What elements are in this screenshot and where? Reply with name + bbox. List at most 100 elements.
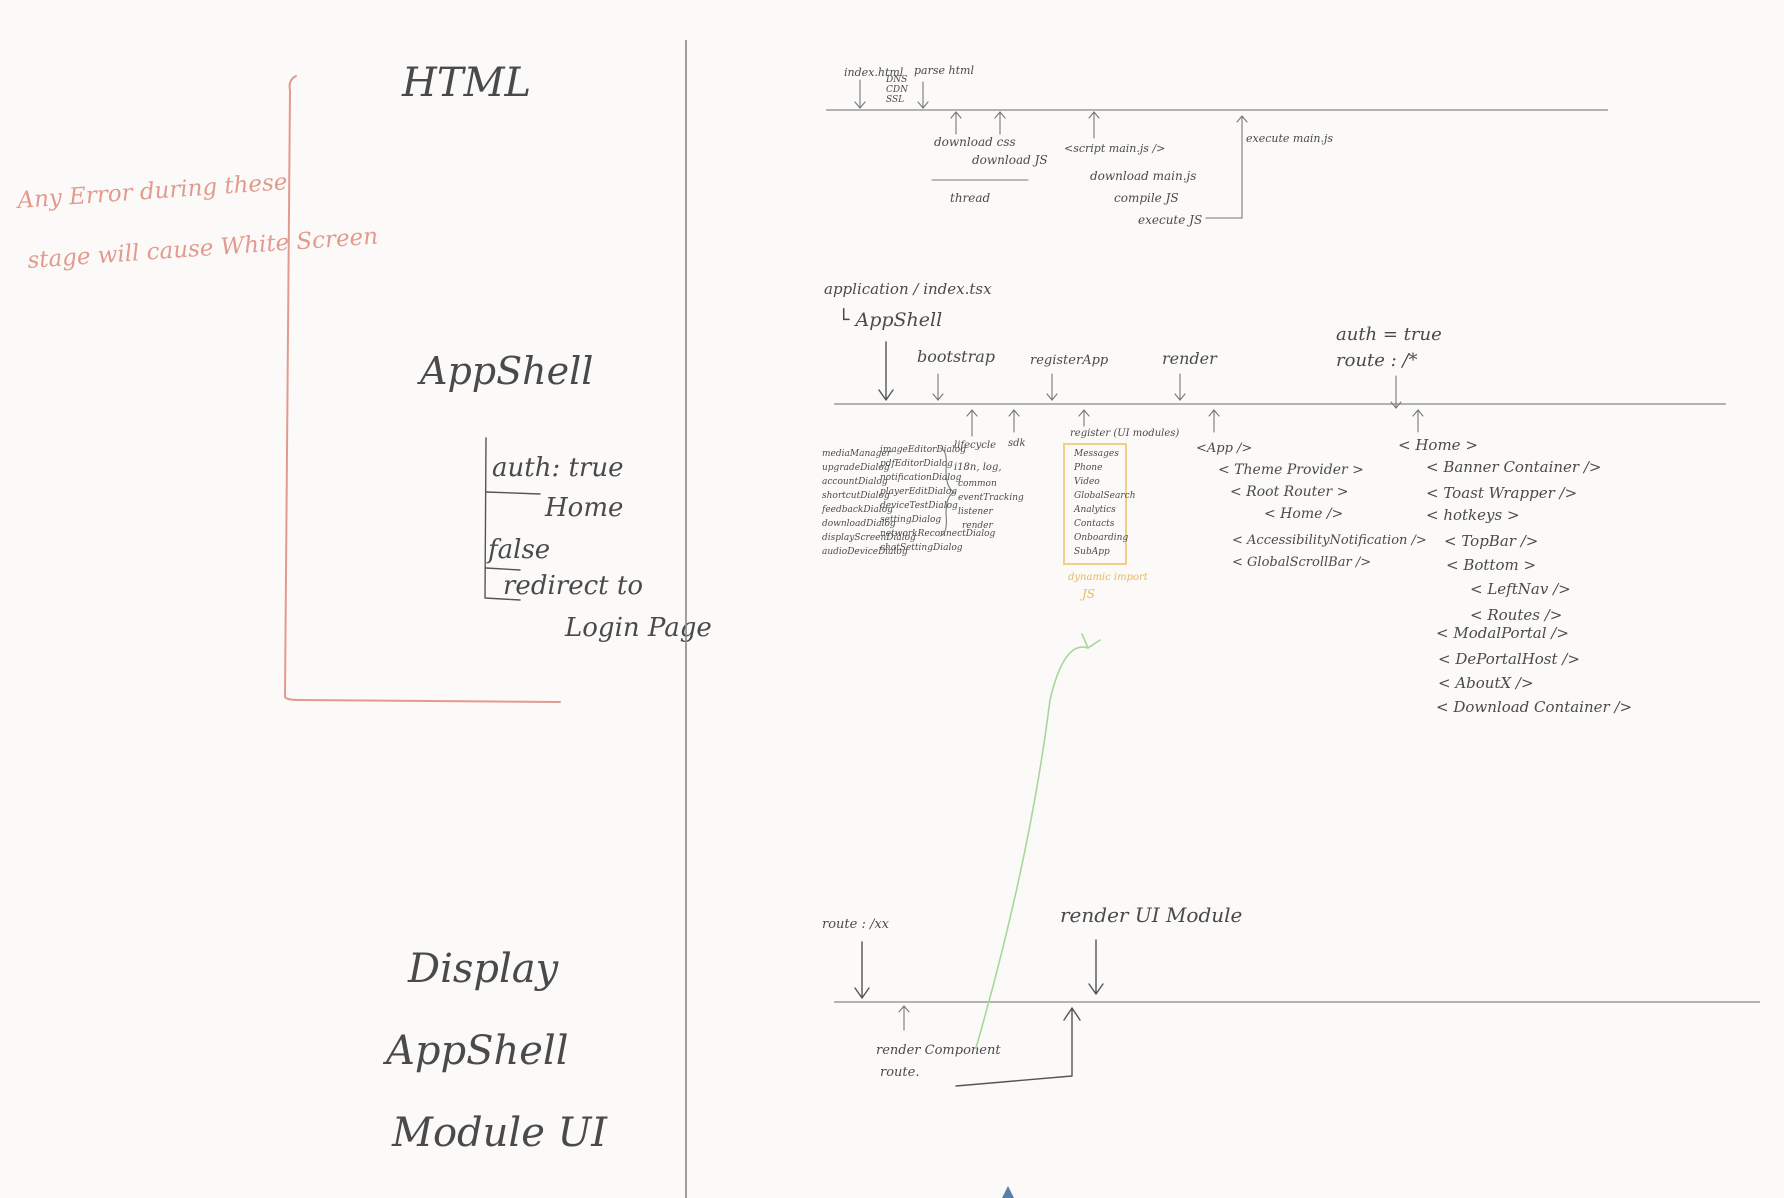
render-node: < Theme Provider > xyxy=(1218,462,1364,478)
down-arrow xyxy=(854,79,866,109)
home-node: < Download Container /> xyxy=(1436,698,1632,716)
module-label: networkReconnectDialog xyxy=(880,529,996,539)
auth-tree-trunk xyxy=(484,437,521,601)
lifecycle-label: render xyxy=(962,521,994,531)
up-arrow xyxy=(1208,409,1220,433)
home-node: < Home > xyxy=(1398,436,1478,454)
error-note-line2: stage will cause White Screen xyxy=(27,224,379,274)
modules-brace xyxy=(939,447,956,537)
render-component-arrow xyxy=(955,1007,1081,1087)
module-label: shortcutDialog xyxy=(822,491,890,501)
modules-column-2: imageEditorDialog pdfEditorDialog notifi… xyxy=(880,445,996,553)
down-arrow xyxy=(1390,375,1402,409)
html-download-css: download css xyxy=(934,135,1016,149)
error-note-line1: Any Error during these xyxy=(15,169,289,214)
appshell-entry: application / index.tsx xyxy=(824,280,992,298)
lifecycle-label: i18n, log, xyxy=(954,462,1002,473)
cursor-mark xyxy=(1002,1186,1014,1198)
down-arrow xyxy=(1174,373,1186,401)
up-arrow xyxy=(1412,409,1424,433)
up-arrow xyxy=(966,409,978,437)
module-label: playerEditDialog xyxy=(880,487,957,497)
ui-modules-box xyxy=(1063,443,1127,565)
html-execute-main: execute main.js xyxy=(1246,132,1333,145)
module-label: feedbackDialog xyxy=(821,505,893,515)
up-arrow xyxy=(1078,409,1090,427)
render-tree: <App /> < Theme Provider > < Root Router… xyxy=(1196,441,1427,570)
home-node: < DePortalHost /> xyxy=(1438,650,1580,668)
module-label: accountDialog xyxy=(822,477,888,487)
ui-module-label: Onboarding xyxy=(1074,533,1128,543)
dynamic-import-arrow xyxy=(975,633,1101,1049)
down-arrow xyxy=(917,81,929,109)
home-node: < hotkeys > xyxy=(1426,506,1520,524)
ui-module-label: Contacts xyxy=(1074,519,1115,529)
execute-return-arrow xyxy=(1205,115,1248,219)
module-label: deviceTestDialog xyxy=(880,501,958,511)
home-node: < ModalPortal /> xyxy=(1436,624,1569,642)
auth-note-line1: auth = true xyxy=(1336,324,1442,345)
stage-display: Display xyxy=(407,946,560,992)
auth-tree-branch-true xyxy=(485,491,541,495)
module-render-label: render UI Module xyxy=(1060,903,1242,927)
module-label: imageEditorDialog xyxy=(880,445,966,455)
html-top-parse: parse html xyxy=(914,64,974,77)
down-arrow xyxy=(1046,373,1058,401)
stage-html: HTML xyxy=(401,60,531,106)
sdk-label: sdk xyxy=(1008,438,1026,449)
up-arrow xyxy=(1008,409,1020,433)
module-label: settingDialog xyxy=(880,515,941,525)
error-bracket xyxy=(283,75,561,703)
html-script-main: <script main.js /> xyxy=(1064,142,1165,155)
phase-render: render xyxy=(1162,349,1218,368)
modules-column-1: mediaManager upgradeDialog accountDialog… xyxy=(821,449,916,557)
module-label: notificationDialog xyxy=(880,473,962,483)
down-arrow xyxy=(878,341,894,401)
home-node: < Toast Wrapper /> xyxy=(1426,484,1577,502)
lifecycle-label: lifecycle xyxy=(954,440,996,451)
module-bottom-label2: route. xyxy=(880,1065,919,1080)
lifecycle-list: lifecycle i18n, log, common eventTrackin… xyxy=(954,440,1024,531)
render-node: < AccessibilityNotification /> xyxy=(1232,533,1427,548)
home-node: < AboutX /> xyxy=(1438,674,1534,692)
lifecycle-label: listener xyxy=(958,507,993,517)
up-arrow xyxy=(1088,111,1100,139)
down-arrow xyxy=(932,373,944,401)
home-tree: < Home > < Banner Container /> < Toast W… xyxy=(1398,436,1632,716)
auth-false-label: false xyxy=(486,535,550,565)
html-thread: thread xyxy=(950,191,991,205)
html-compile-js: compile JS xyxy=(1114,191,1179,205)
render-node: < Root Router > xyxy=(1230,484,1348,500)
down-arrow xyxy=(1088,939,1104,995)
render-node: < GlobalScrollBar /> xyxy=(1232,555,1371,570)
module-label: audioDeviceDialog xyxy=(822,547,908,557)
dynamic-import-note: dynamic import xyxy=(1068,572,1149,583)
module-label: pdfEditorDialog xyxy=(880,459,953,469)
module-bottom-label1: render Component xyxy=(876,1043,1001,1058)
render-node: < Home /> xyxy=(1264,506,1343,522)
auth-false-action: redirect to xyxy=(503,571,643,601)
html-top-cdn: CDN xyxy=(886,85,909,95)
module-label: downloadDialog xyxy=(822,519,896,529)
auth-true-label: auth: true xyxy=(492,453,623,483)
home-node: < Bottom > xyxy=(1446,556,1536,574)
phase-registerapp: registerApp xyxy=(1030,353,1109,368)
up-arrow xyxy=(994,111,1006,135)
stage-appshell: AppShell xyxy=(417,349,593,393)
module-label: displayScreenDialog xyxy=(822,533,916,543)
html-top-ssl: SSL xyxy=(886,95,904,105)
appshell-entry-child: └ AppShell xyxy=(838,307,942,331)
ui-modules-list: Messages Phone Video GlobalSearch Analyt… xyxy=(1073,449,1136,557)
stage-module-ui: Module UI xyxy=(391,1110,608,1156)
auth-tree-branch-false xyxy=(485,567,521,571)
module-label: chatSettingDialog xyxy=(880,543,963,553)
home-node: < Banner Container /> xyxy=(1426,458,1601,476)
html-execute-js: execute JS xyxy=(1138,213,1202,227)
auth-note-line2: route : /* xyxy=(1336,350,1418,371)
ui-module-label: Analytics xyxy=(1073,505,1116,515)
module-route-label: route : /xx xyxy=(822,917,890,932)
module-label: upgradeDialog xyxy=(822,463,890,473)
ui-module-label: Messages xyxy=(1073,449,1119,459)
